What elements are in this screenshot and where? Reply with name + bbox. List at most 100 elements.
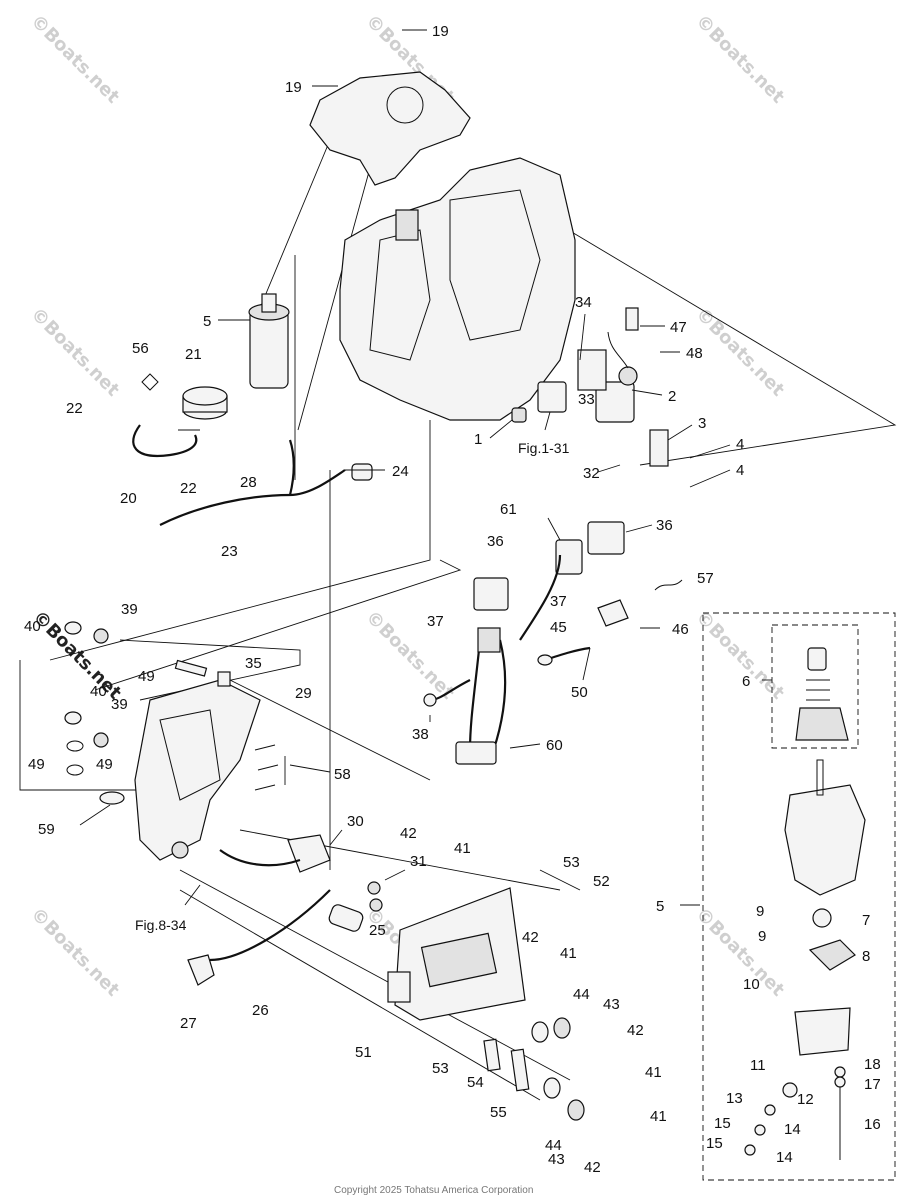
starter-motor	[249, 309, 289, 389]
callout-label: 43	[548, 1151, 565, 1168]
callout-label: 43	[603, 996, 620, 1013]
callout-label: 41	[645, 1064, 662, 1081]
callout-label: 18	[864, 1056, 881, 1073]
callout-label: 51	[355, 1044, 372, 1061]
callout-label: 60	[546, 737, 563, 754]
battery-cable	[159, 469, 346, 526]
callout-label: 53	[563, 854, 580, 871]
callout-label: 13	[726, 1090, 743, 1107]
watermark: ©Boats.net	[26, 904, 123, 1001]
callout-label: 25	[369, 922, 386, 939]
callout-label: 41	[560, 945, 577, 962]
callout-label: 50	[571, 684, 588, 701]
relay	[473, 577, 509, 611]
watermark: ©Boats.net	[361, 607, 458, 704]
callout-label: 54	[467, 1074, 484, 1091]
callout-label: 28	[240, 474, 257, 491]
callout-label: 42	[627, 1022, 644, 1039]
watermark: ©Boats.net	[691, 11, 788, 108]
callout-label: 41	[650, 1108, 667, 1125]
callout-label: 37	[550, 593, 567, 610]
callout-label: 14	[776, 1149, 793, 1166]
callout-label: 49	[96, 756, 113, 773]
callout-label: 17	[864, 1076, 881, 1093]
callout-label: 7	[862, 912, 870, 929]
watermark: ©Boats.net	[28, 607, 125, 704]
callout-label: 26	[252, 1002, 269, 1019]
electrical-bracket	[134, 679, 261, 861]
callout-label: 21	[185, 346, 202, 363]
watermark: ©Boats.net	[691, 904, 788, 1001]
copyright-text: Copyright 2025 Tohatsu America Corporati…	[334, 1185, 533, 1196]
callout-label: 19	[285, 79, 302, 96]
callout-label: 49	[28, 756, 45, 773]
callout-label: 14	[784, 1121, 801, 1138]
callout-label: 55	[490, 1104, 507, 1121]
callout-label: 36	[487, 533, 504, 550]
assembly-lines	[19, 127, 897, 1181]
callout-label: 15	[706, 1135, 723, 1152]
watermark: ©Boats.net	[691, 607, 788, 704]
callout-label: 9	[756, 903, 764, 920]
callout-label: 15	[714, 1115, 731, 1132]
callout-label: 42	[522, 929, 539, 946]
callout-label: 10	[743, 976, 760, 993]
callout-label: 42	[584, 1159, 601, 1176]
callout-label: 20	[120, 490, 137, 507]
callout-label: 22	[180, 480, 197, 497]
callout-label: 36	[656, 517, 673, 534]
callout-label: 45	[550, 619, 567, 636]
callout-label: 5	[203, 313, 211, 330]
callout-label: 35	[245, 655, 262, 672]
callout-label: 27	[180, 1015, 197, 1032]
callout-label: 46	[672, 621, 689, 638]
callout-label: 39	[121, 601, 138, 618]
starter-bracket	[132, 424, 198, 458]
figure-reference: Fig.1-31	[518, 440, 570, 456]
callout-label: 19	[432, 23, 449, 40]
callout-label: 37	[427, 613, 444, 630]
starter-motor-exploded	[784, 784, 866, 896]
callout-label: 48	[686, 345, 703, 362]
callout-label: 57	[697, 570, 714, 587]
leader-lines	[79, 29, 772, 906]
callout-label: 2	[668, 388, 676, 405]
callout-label: 32	[583, 465, 600, 482]
callout-label: 6	[742, 673, 750, 690]
callout-label: 39	[111, 696, 128, 713]
callout-label: 44	[545, 1137, 562, 1154]
callout-label: 41	[454, 840, 471, 857]
wire-harness	[468, 639, 482, 751]
callout-label: 23	[221, 543, 238, 560]
callout-label: 1	[474, 431, 482, 448]
callout-label: 8	[862, 948, 870, 965]
callout-label: 33	[578, 391, 595, 408]
callout-label: 40	[24, 618, 41, 635]
callout-label: 29	[295, 685, 312, 702]
callout-label: 56	[132, 340, 149, 357]
callout-label: 58	[334, 766, 351, 783]
callout-label: 47	[670, 319, 687, 336]
part-shapes	[64, 71, 866, 1160]
watermark: ©Boats.net	[26, 11, 123, 108]
callout-label: 11	[750, 1057, 766, 1074]
callout-label: 30	[347, 813, 364, 830]
callouts: 19 19 5 56 21 22 22 20 28 24 23 1 34 47 …	[24, 23, 881, 1176]
callout-label: 52	[593, 873, 610, 890]
callout-label: 4	[736, 462, 744, 479]
callout-label: 59	[38, 821, 55, 838]
callout-label: 44	[573, 986, 590, 1003]
callout-label: 49	[138, 668, 155, 685]
callout-label: 31	[410, 853, 427, 870]
callout-label: 12	[797, 1091, 814, 1108]
callout-label: 40	[90, 683, 107, 700]
callout-label: 42	[400, 825, 417, 842]
callout-label: 3	[698, 415, 706, 432]
callout-label: 53	[432, 1060, 449, 1077]
callout-label: 22	[66, 400, 83, 417]
callout-label: 38	[412, 726, 429, 743]
callout-label: 16	[864, 1116, 881, 1133]
callout-label: 34	[575, 294, 592, 311]
watermark: ©Boats.net	[691, 304, 788, 401]
